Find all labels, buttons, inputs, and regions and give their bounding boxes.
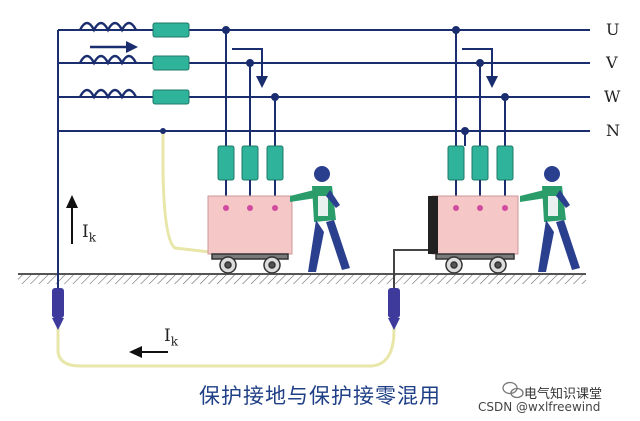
ik-label-subscript: k [170, 334, 178, 349]
person-2 [520, 166, 580, 272]
ik-arrow-left [129, 346, 168, 358]
equipment-2-wheels [435, 253, 515, 274]
equipment-2-cabinet [431, 195, 519, 255]
ground-hatch [18, 274, 586, 284]
ik-label-horizontal: Ik [164, 326, 178, 348]
line-fuses [152, 22, 190, 105]
phase-label-v: V [606, 53, 618, 72]
neutral-junction-dot [160, 128, 166, 134]
equipment-2-terminals [453, 205, 508, 211]
person-1 [290, 166, 350, 272]
equipment-2-fault-arrow [462, 48, 498, 88]
equipment-1-cabinet [207, 195, 293, 255]
phase-label-w: W [604, 87, 621, 106]
watermark-csdn: CSDN @wxlfreewind [478, 400, 601, 414]
equipment-1-wheels [211, 253, 289, 274]
ik-label-symbol: I [82, 222, 89, 242]
equipment-2-neutral-plate [428, 196, 438, 254]
wechat-icon [502, 381, 524, 399]
ik-label-subscript: k [88, 230, 96, 245]
equipment-2-ground-wire [393, 249, 428, 288]
ground-electrode-equipment [388, 288, 400, 330]
equipment-1-terminals [223, 205, 278, 211]
equipment-1-drops [222, 26, 279, 146]
equipment-2-fuses [447, 145, 514, 181]
ik-label-vertical: Ik [82, 222, 96, 244]
phase-label-n: N [606, 121, 620, 140]
equipment-2-drops [452, 26, 509, 146]
equipment-1-fuses [217, 145, 284, 181]
diagram-caption: 保护接地与保护接零混用 [199, 384, 441, 408]
equipment-1-fault-arrow [232, 48, 268, 88]
ik-label-symbol: I [164, 326, 171, 346]
fault-current-path [56, 131, 396, 368]
ik-arrow-up [66, 195, 78, 244]
phase-label-u: U [606, 20, 620, 39]
watermark-account: 电气知识课堂 [524, 387, 603, 402]
ground-electrode-source [52, 288, 64, 330]
supply-arrow [90, 41, 138, 53]
transformer-windings [78, 21, 138, 100]
